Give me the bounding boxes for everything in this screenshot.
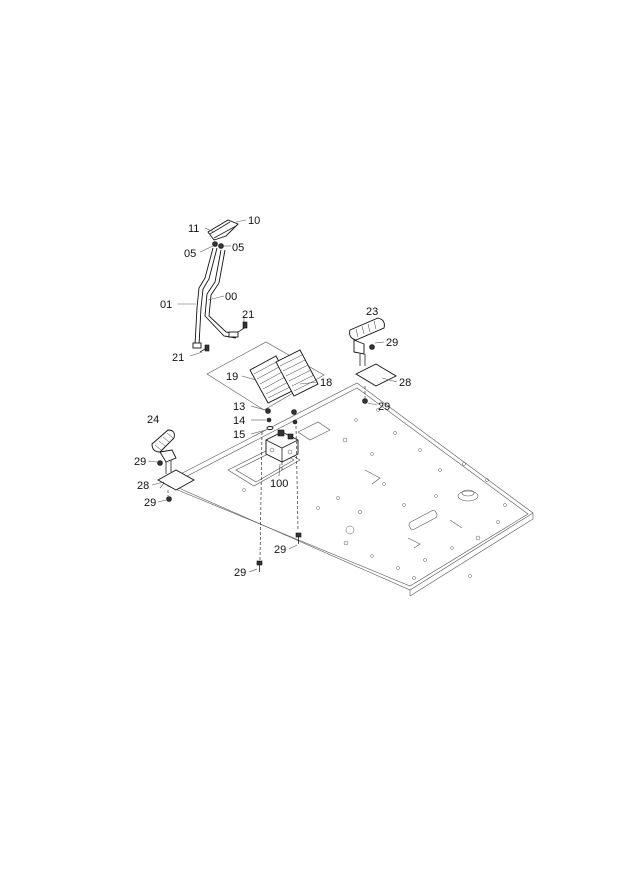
- pilot-valve-100: [265, 429, 299, 463]
- callout-14: 14: [233, 415, 245, 427]
- callout-29-right-upper: 29: [386, 337, 398, 349]
- callout-29-left-lower: 29: [144, 497, 156, 509]
- callout-100: 100: [270, 478, 288, 490]
- callout-11: 11: [188, 223, 199, 235]
- callout-05-right: 05: [232, 242, 244, 254]
- hardware-13-14-15: [265, 408, 298, 430]
- bolt-21-upper: [237, 321, 248, 333]
- callout-28-right: 28: [399, 377, 411, 389]
- bolt-29-lower-left: [256, 560, 263, 572]
- callout-21-lower: 21: [172, 352, 184, 364]
- callout-10: 10: [248, 215, 260, 227]
- bolt-29-lower-right: [295, 532, 302, 544]
- callout-28-left: 28: [137, 480, 149, 492]
- callout-29-center-left: 29: [234, 567, 246, 579]
- center-pedals: [206, 341, 325, 411]
- lever-grip: [207, 219, 239, 241]
- callout-29-left-upper: 29: [134, 456, 146, 468]
- callout-29-center-right: 29: [274, 544, 286, 556]
- callout-00: 00: [225, 291, 237, 303]
- callout-18: 18: [320, 377, 332, 389]
- bolt-21-lower: [199, 344, 210, 353]
- callout-15: 15: [233, 429, 245, 441]
- callout-13: 13: [233, 401, 245, 413]
- left-pedal-24: [151, 429, 195, 502]
- callout-24: 24: [147, 414, 159, 426]
- leader-lines: [147, 219, 398, 573]
- callout-29-right-lower: 29: [378, 401, 390, 413]
- callout-01: 01: [160, 299, 172, 311]
- callout-23: 23: [366, 306, 378, 318]
- callout-05-left: 05: [184, 248, 196, 260]
- callout-19: 19: [226, 371, 238, 383]
- callout-21-upper: 21: [242, 309, 254, 321]
- callout-labels: 10 11 05 05 01 00 21 21 23 29 28 29 19 1…: [134, 215, 411, 579]
- travel-lever-assembly: [192, 219, 239, 349]
- floor-plate: [159, 382, 534, 597]
- right-pedal-23: [349, 317, 397, 404]
